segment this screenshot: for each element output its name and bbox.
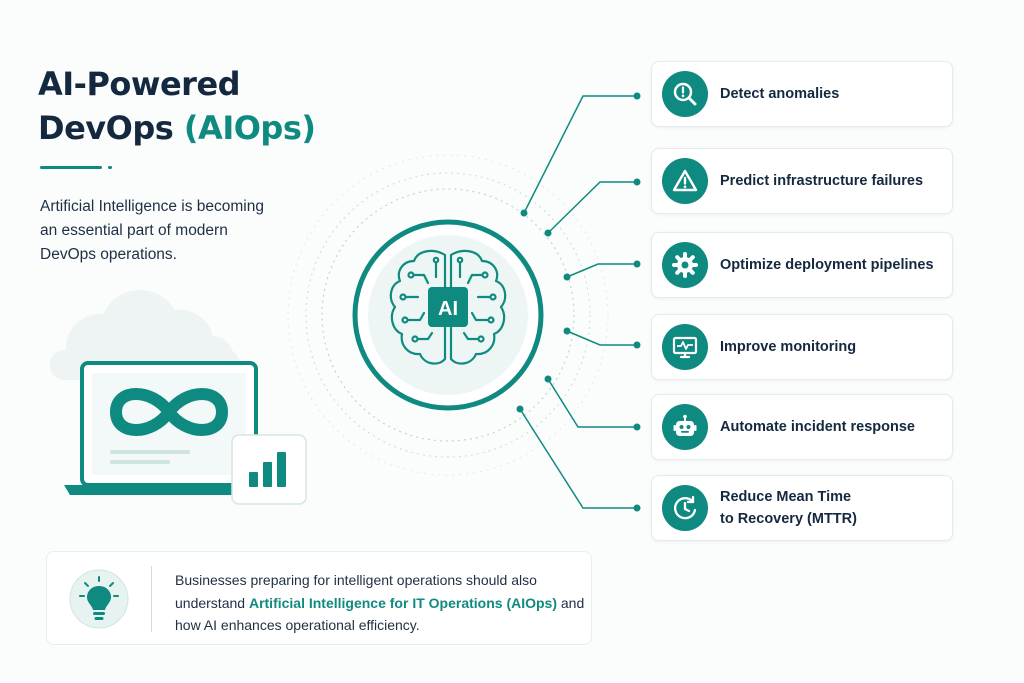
note-divider bbox=[151, 566, 152, 632]
bar-chart-icon bbox=[231, 434, 307, 505]
brain-icon bbox=[389, 249, 507, 365]
warning-triangle-icon bbox=[662, 158, 708, 204]
note-text-before: Businesses preparing for intelligent ope… bbox=[175, 572, 537, 611]
card-label: Predict infrastructure failures bbox=[720, 173, 924, 189]
page-title: AI-Powered DevOps (AIOps) bbox=[38, 62, 316, 150]
devops-illustration bbox=[50, 290, 307, 505]
ai-brain-circle: AI bbox=[352, 219, 544, 411]
magnifier-alert-icon bbox=[662, 71, 708, 117]
card-automate-response: Automate incident response bbox=[651, 394, 953, 460]
card-label: Optimize deployment pipelines bbox=[720, 257, 934, 273]
title-underline bbox=[40, 166, 102, 169]
monitor-pulse-icon bbox=[662, 324, 708, 370]
card-label: Improve monitoring bbox=[720, 339, 857, 355]
card-label: Detect anomalies bbox=[720, 86, 840, 102]
aiops-link[interactable]: Artificial Intelligence for IT Operation… bbox=[248, 594, 557, 611]
robot-icon bbox=[662, 404, 708, 450]
info-note: Businesses preparing for intelligent ope… bbox=[46, 551, 592, 645]
card-predict-failures: Predict infrastructure failures bbox=[651, 148, 953, 214]
title-line-1: AI-Powered bbox=[38, 65, 241, 103]
card-reduce-mttr: Reduce Mean Time to Recovery (MTTR) bbox=[651, 475, 953, 541]
card-label: Reduce Mean Time to Recovery (MTTR) bbox=[720, 489, 857, 527]
infinity-icon bbox=[110, 388, 228, 436]
note-text-after: and how AI enhances operational efficien… bbox=[175, 594, 585, 634]
title-accent: (AIOps) bbox=[183, 109, 316, 147]
title-underline-dot bbox=[108, 166, 112, 169]
title-line-2: DevOps bbox=[38, 109, 184, 147]
gear-icon bbox=[662, 242, 708, 288]
ai-badge-label: AI bbox=[438, 298, 458, 320]
card-improve-monitoring: Improve monitoring bbox=[651, 314, 953, 380]
card-label: Automate incident response bbox=[720, 419, 915, 435]
card-optimize-pipelines: Optimize deployment pipelines bbox=[651, 232, 953, 298]
note-text: Businesses preparing for intelligent ope… bbox=[175, 569, 585, 637]
lightbulb-icon bbox=[69, 569, 129, 629]
intro-text: Artificial Intelligence is becoming an e… bbox=[40, 198, 264, 263]
card-detect-anomalies: Detect anomalies bbox=[651, 61, 953, 127]
clock-recovery-icon bbox=[662, 485, 708, 531]
